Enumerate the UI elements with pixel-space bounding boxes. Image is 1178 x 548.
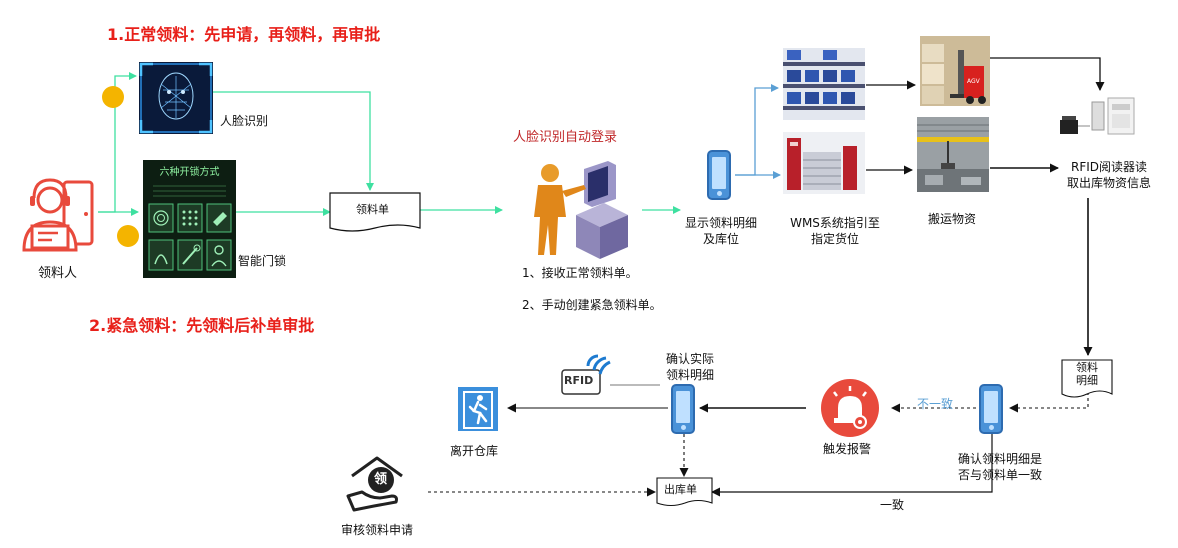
confirm-match-line2: 否与领料单一致 <box>957 467 1042 482</box>
wms-line1: WMS系统指引至 <box>790 216 880 230</box>
rfid-read-line2: 取出库物资信息 <box>1066 175 1151 190</box>
auto-login-illustration <box>528 155 628 260</box>
create-emergency-text: 2、手动创建紧急领料单。 <box>522 298 662 312</box>
show-details-label: 显示领料明细 及库位 <box>678 216 764 247</box>
forklift-label: AGV <box>967 78 980 85</box>
phone-icon-show-details <box>707 150 731 200</box>
lock-screen-title: 六种开锁方式 <box>159 167 220 178</box>
phone-icon-confirm-actual <box>671 384 695 434</box>
receive-normal-text: 1、接收正常领料单。 <box>522 266 638 280</box>
face-step-dot <box>102 86 124 108</box>
rfid-tag-text: RFID <box>564 374 594 387</box>
carry-goods-label: 搬运物资 <box>928 212 977 226</box>
confirm-actual-label: 确认实际 领料明细 <box>652 352 728 383</box>
requester-icon <box>18 170 98 260</box>
confirm-actual-line2: 领料明细 <box>665 367 714 382</box>
show-details-line1: 显示领料明细 <box>684 216 757 230</box>
smart-lock-image: 六种开锁方式 <box>143 160 236 278</box>
phone-icon-confirm-match <box>979 384 1003 434</box>
leave-warehouse-label: 离开仓库 <box>450 444 499 458</box>
match-label: 一致 <box>880 498 905 512</box>
outbound-form-shape <box>656 477 713 507</box>
alarm-icon <box>820 378 880 438</box>
requester-label: 领料人 <box>38 266 78 281</box>
requisition-form-label: 领料单 <box>356 203 389 216</box>
edge-detail-to-confirm <box>1009 392 1089 413</box>
detail-doc-line2: 明细 <box>1076 374 1098 388</box>
confirm-match-line1: 确认领料明细是 <box>957 452 1042 466</box>
auto-login-label: 人脸识别自动登录 <box>513 130 618 145</box>
smart-lock-label: 智能门锁 <box>238 254 287 268</box>
edge-face-to-form <box>212 91 374 191</box>
rfid-reader-image <box>1058 92 1138 142</box>
exit-door-icon <box>458 387 498 431</box>
review-request-icon: 领 <box>344 452 410 518</box>
review-icon-char: 领 <box>374 472 388 487</box>
confirm-match-label: 确认领料明细是 否与领料单一致 <box>952 452 1048 483</box>
detail-doc-shape <box>1061 359 1113 398</box>
rfid-read-label: RFID阅读器读 取出库物资信息 <box>1053 160 1165 191</box>
confirm-actual-line1: 确认实际 <box>665 352 714 366</box>
show-details-line2: 及库位 <box>702 231 739 246</box>
alarm-label: 触发报警 <box>823 442 872 456</box>
edge-phone-to-shelf-top <box>735 84 779 176</box>
rfid-tag-icon: RFID <box>558 352 612 398</box>
detail-doc-label: 领料 明细 <box>1062 361 1112 387</box>
crane-image <box>917 117 989 192</box>
emergency-flow-title: 2.紧急领料：先领料后补单审批 <box>89 316 315 335</box>
outbound-form-label: 出库单 <box>664 483 697 496</box>
wms-line2: 指定货位 <box>810 231 859 246</box>
face-recognition-label: 人脸识别 <box>220 114 269 128</box>
wms-building-image <box>783 132 865 194</box>
rfid-read-line1: RFID阅读器读 <box>1070 160 1148 174</box>
forklift-image: AGV <box>920 36 990 106</box>
edge-confirm-to-outbound <box>711 434 993 497</box>
wms-label: WMS系统指引至 指定货位 <box>787 216 883 247</box>
edge-forklift-to-reader <box>990 57 1105 91</box>
lock-step-dot <box>117 225 139 247</box>
review-request-label: 审核领料申请 <box>341 523 414 537</box>
mismatch-label: 不一致 <box>917 397 954 411</box>
requisition-form-shape <box>329 192 421 232</box>
face-recognition-image <box>139 62 213 134</box>
shelf-image <box>783 48 865 120</box>
detail-doc-line1: 领料 <box>1076 361 1098 374</box>
normal-flow-title: 1.正常领料：先申请，再领料，再审批 <box>107 25 381 44</box>
